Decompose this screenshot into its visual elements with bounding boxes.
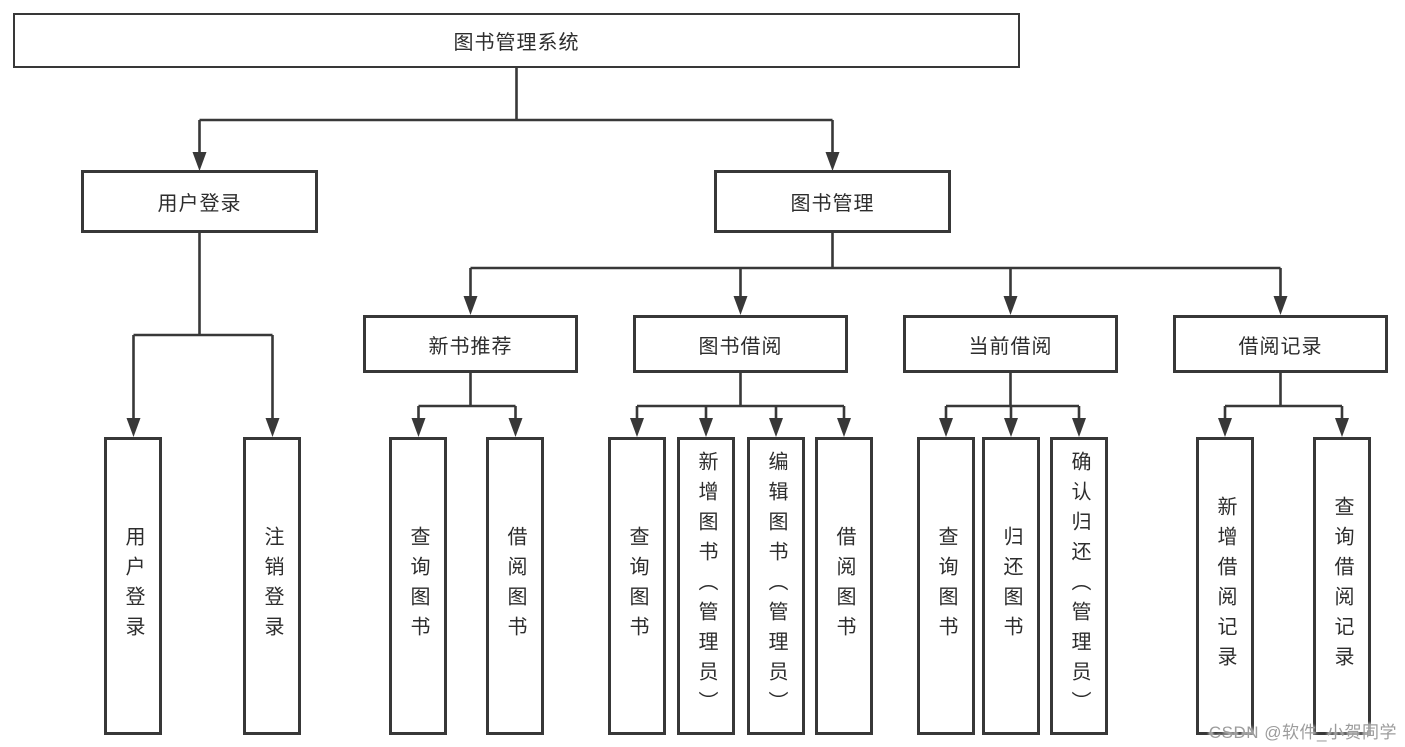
arrowhead bbox=[1004, 418, 1018, 437]
leaf-recommend-query-books: 查询图书 bbox=[389, 437, 447, 735]
node-current-borrowing: 当前借阅 bbox=[903, 315, 1118, 373]
arrowhead bbox=[126, 418, 141, 437]
node-borrowing-records: 借阅记录 bbox=[1173, 315, 1388, 373]
leaf-borrow-edit-books-admin: 编辑图书（管理员） bbox=[747, 437, 805, 735]
leaf-current-query-books: 查询图书 bbox=[917, 437, 975, 735]
arrowhead bbox=[1003, 296, 1018, 315]
leaf-recommend-borrow-books: 借阅图书 bbox=[486, 437, 544, 735]
node-book-borrowing: 图书借阅 bbox=[633, 315, 848, 373]
leaf-logout: 注销登录 bbox=[243, 437, 301, 735]
csdn-watermark: CSDN @软件_小贺同学 bbox=[1208, 723, 1397, 742]
leaf-records-query-borrow-record: 查询借阅记录 bbox=[1313, 437, 1371, 735]
leaf-current-confirm-return-admin: 确认归还（管理员） bbox=[1050, 437, 1108, 735]
arrowhead bbox=[463, 296, 478, 315]
leaf-user-login: 用户登录 bbox=[104, 437, 162, 735]
arrowhead bbox=[192, 152, 207, 171]
arrowhead bbox=[1273, 296, 1288, 315]
leaf-records-add-borrow-record: 新增借阅记录 bbox=[1196, 437, 1254, 735]
arrowhead bbox=[1072, 418, 1086, 437]
arrowhead bbox=[265, 418, 280, 437]
leaf-borrow-borrow-books: 借阅图书 bbox=[815, 437, 873, 735]
leaf-borrow-add-books-admin: 新增图书（管理员） bbox=[677, 437, 735, 735]
arrowhead bbox=[411, 418, 426, 437]
arrowhead bbox=[837, 418, 851, 437]
arrowhead bbox=[630, 418, 644, 437]
tree-edges bbox=[132, 68, 1344, 419]
arrowhead bbox=[1218, 418, 1232, 437]
arrowhead bbox=[825, 152, 840, 171]
node-book-management: 图书管理 bbox=[714, 170, 951, 233]
leaf-borrow-query-books: 查询图书 bbox=[608, 437, 666, 735]
arrowhead bbox=[769, 418, 783, 437]
arrowhead bbox=[733, 296, 748, 315]
leaf-current-return-books: 归还图书 bbox=[982, 437, 1040, 735]
arrowhead bbox=[1335, 418, 1349, 437]
node-library-management-system: 图书管理系统 bbox=[13, 13, 1020, 68]
node-user-login: 用户登录 bbox=[81, 170, 318, 233]
arrowhead bbox=[699, 418, 713, 437]
node-new-book-recommendation: 新书推荐 bbox=[363, 315, 578, 373]
arrowhead bbox=[508, 418, 523, 437]
arrowhead bbox=[939, 418, 953, 437]
